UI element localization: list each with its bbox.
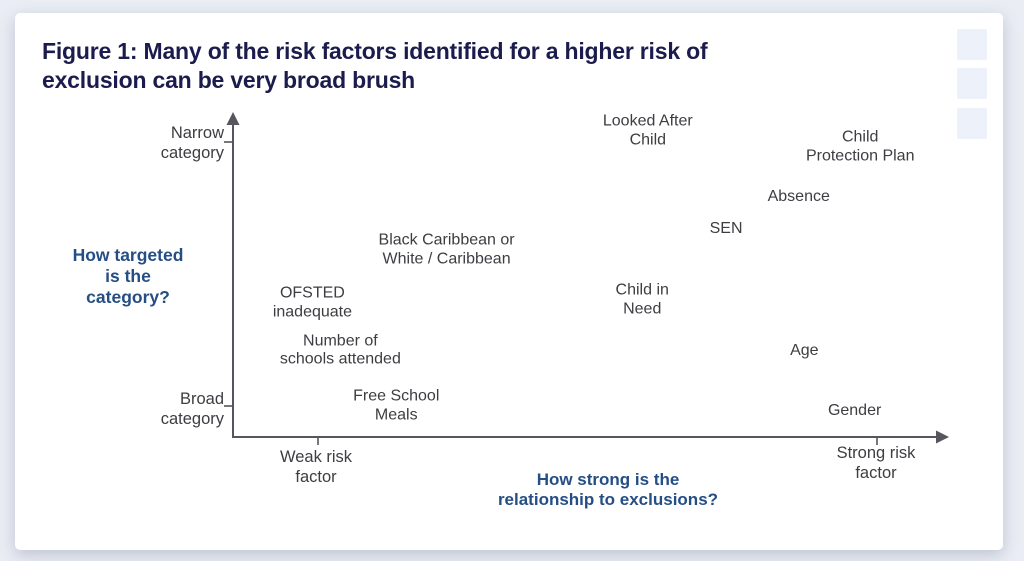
point-label-child-protection-plan: Child Protection Plan — [805, 128, 915, 165]
y-axis-arrowhead-icon — [226, 112, 240, 125]
decor-square-3 — [957, 108, 987, 139]
x-axis-arrowhead-icon — [936, 430, 949, 444]
figure-card: Figure 1: Many of the risk factors ident… — [15, 13, 1003, 550]
y-axis-max-label: Narrow category — [160, 124, 224, 162]
y-axis-title: How targeted is the category? — [72, 245, 184, 307]
point-label-black-caribbean-or-white-caribbean: Black Caribbean or White / Caribbean — [378, 231, 515, 268]
point-label-gender: Gender — [827, 402, 882, 420]
point-label-number-of-schools-attended: Number of schools attended — [279, 332, 401, 368]
point-label-age: Age — [790, 341, 819, 359]
figure-title: Figure 1: Many of the risk factors ident… — [42, 38, 708, 93]
x-axis-min-label: Weak risk factor — [279, 448, 353, 486]
point-label-ofsted-inadequate: OFSTED inadequate — [272, 284, 352, 321]
x-axis-max-label: Strong risk factor — [836, 444, 916, 482]
point-label-free-school-meals: Free School Meals — [353, 387, 440, 424]
y-axis-min-label: Broad category — [160, 390, 224, 428]
decor-square-1 — [957, 29, 987, 60]
point-label-absence: Absence — [767, 188, 830, 206]
decor-square-2 — [957, 68, 987, 99]
axes — [224, 112, 949, 445]
x-axis-title: How strong is the relationship to exclus… — [497, 470, 719, 509]
point-label-child-in-need: Child in Need — [615, 281, 669, 318]
point-label-sen: SEN — [709, 219, 743, 237]
point-label-looked-after-child: Looked After Child — [602, 112, 693, 149]
